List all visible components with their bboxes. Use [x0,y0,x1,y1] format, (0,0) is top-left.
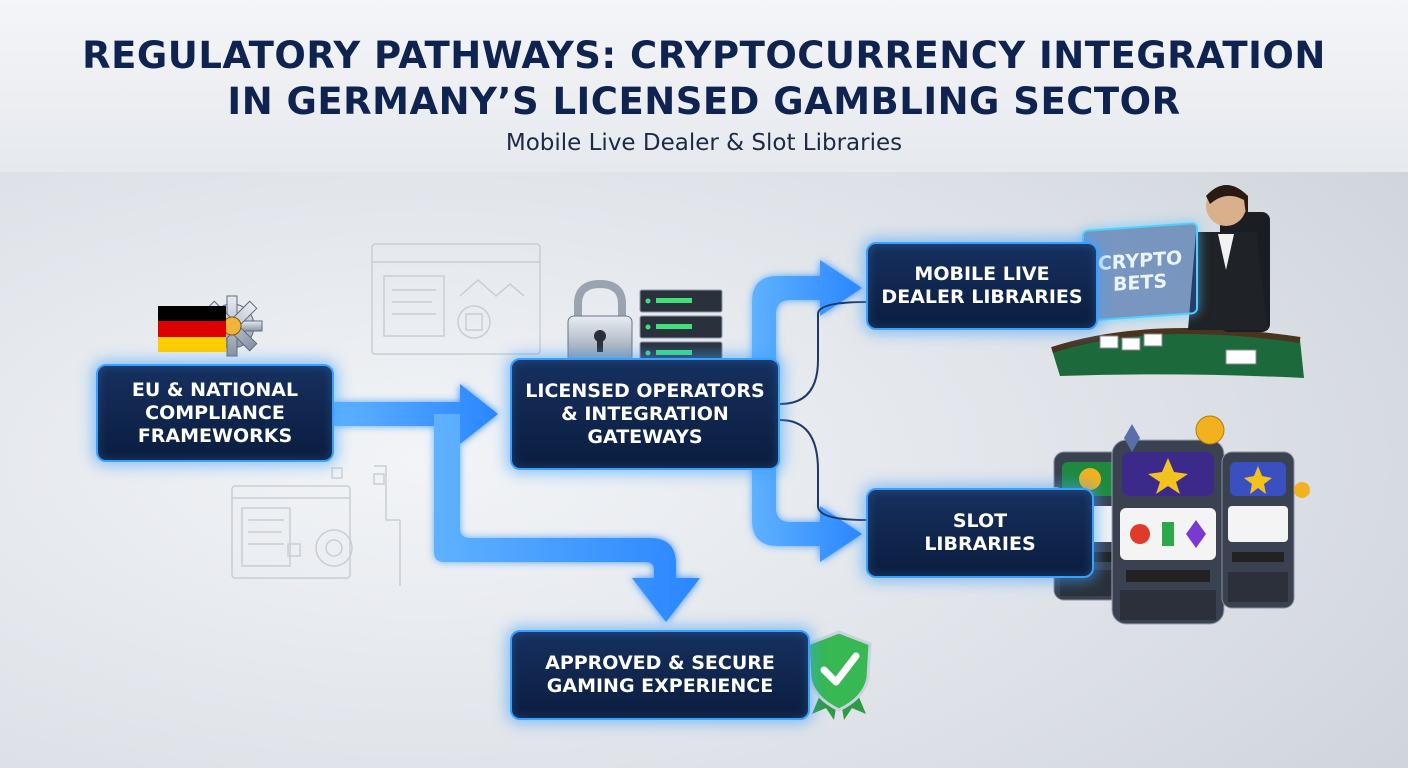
node-operators-line2: & INTEGRATION [525,403,764,426]
node-licensed-operators: LICENSED OPERATORS & INTEGRATION GATEWAY… [510,358,780,470]
node-slot-libraries: SLOT LIBRARIES [866,488,1094,578]
node-operators-line1: LICENSED OPERATORS [525,380,764,403]
server-rack-icon [640,290,722,364]
node-slots-line1: SLOT [924,510,1035,533]
node-operators-line3: GATEWAYS [525,426,764,449]
shield-check-icon [808,632,870,720]
node-approved-line2: GAMING EXPERIENCE [545,675,775,698]
node-compliance-line2: COMPLIANCE [132,402,298,425]
node-compliance-line3: FRAMEWORKS [132,425,298,448]
arrow-compliance-to-operators [334,384,498,444]
node-mobile-live-dealer: MOBILE LIVE DEALER LIBRARIES [866,242,1098,330]
node-live-dealer-line2: DEALER LIBRARIES [881,286,1082,309]
connector-lines [780,302,866,520]
node-live-dealer-line1: MOBILE LIVE [881,263,1082,286]
node-compliance-line1: EU & NATIONAL [132,379,298,402]
node-compliance-frameworks: EU & NATIONAL COMPLIANCE FRAMEWORKS [96,364,334,462]
crypto-bets-screen: CRYPTO BETS [1082,222,1198,322]
germany-flag-icon [158,306,226,352]
padlock-icon [568,284,632,366]
node-approved-secure: APPROVED & SECURE GAMING EXPERIENCE [510,630,810,720]
node-slots-line2: LIBRARIES [924,533,1035,556]
node-approved-line1: APPROVED & SECURE [545,652,775,675]
